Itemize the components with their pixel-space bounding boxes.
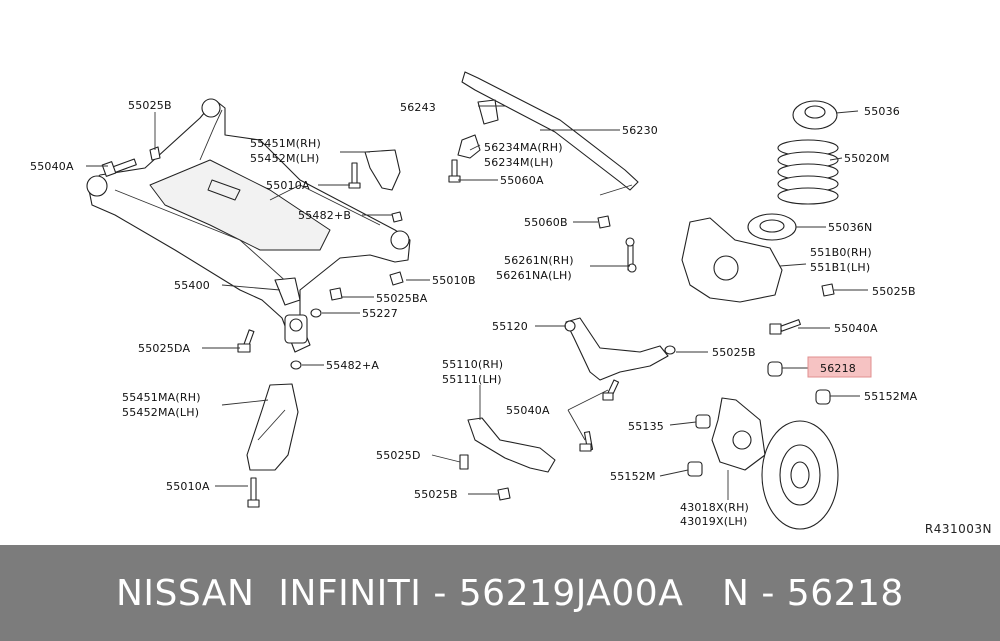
label-55025D: 55025D [376,449,421,462]
washer-55482B [391,211,403,223]
label-55025B-bottom: 55025B [414,488,458,501]
label-56261NA: 56261NA(LH) [496,269,572,282]
label-43019X: 43019X(LH) [680,515,748,528]
stabilizer-bar-56230 [461,71,639,191]
link-55110 [467,417,556,473]
label-55025B-top: 55025B [128,99,172,112]
bolt-55010A-top [348,162,361,189]
link-55120 [565,317,669,381]
label-55060B: 55060B [524,216,568,229]
link-56261N [625,237,637,273]
right-parts-illustrations [681,100,839,530]
bolt-55010A-bottom [247,477,260,508]
label-55025B-right: 55025B [872,285,916,298]
nut-55025B-right [821,283,835,297]
bushing-55152M [687,461,703,477]
label-55451MA: 55451MA(RH) [122,391,201,404]
washer-55227 [310,308,322,318]
label-55036: 55036 [864,105,900,118]
footer-bar: NISSAN INFINITI - 56219JA00A N - 56218 [0,545,1000,641]
label-55036N: 55036N [828,221,872,234]
label-55010A-top: 55010A [266,179,310,192]
bushing-56243 [477,99,499,125]
label-55060A: 55060A [500,174,544,187]
label-551B1: 551B1(LH) [810,261,870,274]
bushing-55152MA [815,389,831,405]
leader-lines [86,105,868,500]
label-56234M: 56234M(LH) [484,156,553,169]
bracket-55451M [364,149,401,191]
label-55010B: 55010B [432,274,476,287]
label-55025DA: 55025DA [138,342,190,355]
washer-55025B-mid [664,345,676,355]
bolt-55040A-right [769,319,801,335]
footer-part-number: N - 56218 [722,573,904,614]
bushing-55135 [695,414,711,429]
bolt-55040A-left [101,158,137,177]
label-55152MA: 55152MA [864,390,918,403]
bolt-55060A [448,159,461,183]
label-55040A-left: 55040A [30,160,74,173]
label-55110: 55110(RH) [442,358,503,371]
label-43018X: 43018X(RH) [680,501,749,514]
suspension-member-illustration [86,98,411,353]
label-55025B-mid: 55025B [712,346,756,359]
label-55135: 55135 [628,420,664,433]
bolt-55025DA [237,329,255,353]
label-56234MA: 56234MA(RH) [484,141,563,154]
nut-55025BA [329,287,343,301]
diagram-reference-code: R431003N [924,522,992,536]
left-hardware-illustrations [101,146,404,508]
seat-55036 [792,100,838,130]
label-55111: 55111(LH) [442,373,502,386]
label-55120: 55120 [492,320,528,333]
label-55020M: 55020M [844,152,890,165]
label-551B0: 551B0(RH) [810,246,872,259]
spring-55020M [777,139,839,205]
label-56261N: 56261N(RH) [504,254,574,267]
label-56230: 56230 [622,124,658,137]
nut-55060B [597,215,611,229]
washer-55482A [290,360,302,370]
parts-diagram: 55025B 55040A 55451M(RH) 55452M(LH) 5501… [30,71,918,530]
bushing-56218 [767,361,783,377]
label-55025BA: 55025BA [376,292,428,305]
footer-part-title: NISSAN INFINITI - 56219JA00A [116,573,684,614]
bolt-55040A-mid-2 [579,431,594,452]
bolt-55040A-mid-1 [602,379,620,401]
label-55010A-bottom: 55010A [166,480,210,493]
bracket-56234MA [457,134,481,159]
label-55400: 55400 [174,279,210,292]
label-55482B: 55482+B [298,209,351,222]
label-56243: 56243 [400,101,436,114]
label-55227: 55227 [362,307,398,320]
highlight-56218 [807,356,872,378]
label-55451M: 55451M(RH) [250,137,321,150]
label-55482A: 55482+A [326,359,379,372]
seat-55036N [747,213,797,241]
label-56218: 56218 [820,362,856,375]
bracket-55451MA [246,383,299,471]
label-55452M: 55452M(LH) [250,152,319,165]
label-55040A-right: 55040A [834,322,878,335]
bolt-55025D [459,454,469,470]
part-labels: 55025B 55040A 55451M(RH) 55452M(LH) 5501… [30,99,918,528]
label-55452MA: 55452MA(LH) [122,406,199,419]
label-55152M: 55152M [610,470,656,483]
label-55040A-mid: 55040A [506,404,550,417]
nut-55025B-bottom [497,487,511,501]
brake-disc [761,420,839,530]
center-parts-illustrations [448,71,676,501]
nut-55010B [389,271,404,286]
